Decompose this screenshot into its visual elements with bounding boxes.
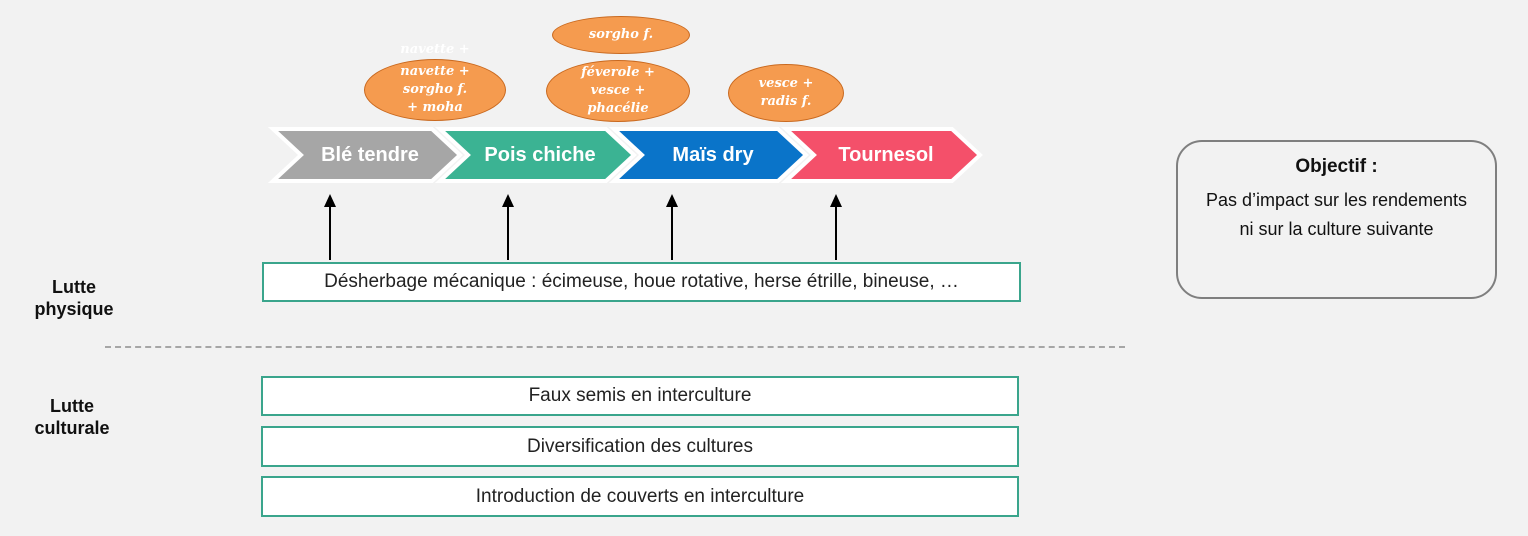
arrow-shaft: [329, 205, 331, 260]
cover-line: sorgho f.: [588, 27, 654, 42]
crop-label-tournesol: Tournesol: [838, 143, 934, 166]
cover-line: sorgho f.: [402, 82, 468, 97]
chevron-ble-tendre: [267, 127, 463, 183]
cover-bubble-3: vesce + radis f.: [728, 64, 844, 122]
box-diversification: Diversification des cultures: [261, 426, 1019, 467]
cover-bubble-2: féverole + vesce + phacélie: [546, 60, 690, 122]
box-couverts-interculture: Introduction de couverts en interculture: [261, 476, 1019, 517]
label-line: Lutte: [52, 277, 96, 297]
separator-line: [105, 346, 1125, 348]
arrow-head-icon: [666, 194, 678, 207]
arrow-head-icon: [324, 194, 336, 207]
objective-title: Objectif :: [1295, 156, 1378, 177]
cover-overflow-text: navette +: [400, 42, 470, 57]
arrow-shaft: [671, 205, 673, 260]
box-desherbage-mecanique: Désherbage mécanique : écimeuse, houe ro…: [262, 262, 1021, 302]
chevron-mais-dry: [608, 127, 809, 183]
arrow-head-icon: [830, 194, 842, 207]
cover-line: féverole +: [581, 65, 655, 80]
label-line: Lutte: [50, 396, 94, 416]
arrow-head-icon: [502, 194, 514, 207]
arrow-shaft: [507, 205, 509, 260]
cover-bubble-top: sorgho f.: [552, 16, 690, 54]
label-lutte-physique: Lutte physique: [14, 276, 134, 320]
cover-line: navette +: [400, 64, 470, 79]
chevron-pois-chiche: [434, 127, 637, 183]
cover-line: + moha: [407, 100, 463, 115]
crop-rotation: Blé tendre Pois chiche Maïs dry Tourneso…: [267, 126, 986, 184]
cover-line: vesce +: [758, 76, 814, 91]
label-line: physique: [34, 299, 114, 319]
crop-label-mais-dry: Maïs dry: [672, 143, 754, 166]
box-faux-semis: Faux semis en interculture: [261, 376, 1019, 416]
cover-bubble-1: navette + sorgho f. + moha: [364, 59, 506, 121]
chevron-tournesol: [780, 127, 983, 183]
cover-line: vesce +: [590, 83, 646, 98]
objective-body: Pas d’impact sur les rendements ni sur l…: [1205, 190, 1468, 239]
objective-box: Objectif : Pas d’impact sur les rendemen…: [1176, 140, 1497, 299]
crop-label-pois-chiche: Pois chiche: [484, 143, 596, 166]
label-line: culturale: [34, 418, 110, 438]
chevron-shapes: [267, 127, 983, 183]
label-lutte-culturale: Lutte culturale: [14, 395, 130, 439]
cover-line: phacélie: [587, 101, 649, 116]
crop-label-ble-tendre: Blé tendre: [321, 143, 419, 166]
arrow-shaft: [835, 205, 837, 260]
cover-line: radis f.: [760, 94, 812, 109]
